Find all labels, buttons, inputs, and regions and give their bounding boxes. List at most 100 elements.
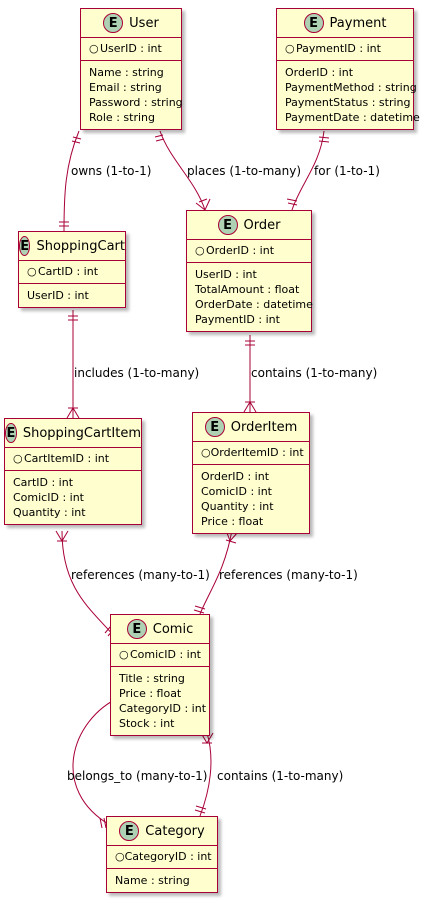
entity-orderitem[interactable]: E OrderItem ○ OrderItemID : int OrderID … xyxy=(192,412,310,534)
entity-order[interactable]: E Order ○ OrderID : int UserID : int Tot… xyxy=(186,210,313,332)
attribute: PaymentMethod : string xyxy=(285,81,417,94)
marker-one-comic-ref-right xyxy=(193,605,206,614)
attribute: Name : string xyxy=(89,66,164,79)
primary-key: CategoryID : int xyxy=(124,850,212,863)
marker-one-category-belongs xyxy=(99,817,107,829)
key-circle-icon: ○ xyxy=(115,850,125,863)
key-circle-icon: ○ xyxy=(13,452,23,465)
entity-badge-icon: E xyxy=(103,13,124,33)
attribute-list: Name : string xyxy=(107,869,217,892)
marker-one-user-places xyxy=(154,134,165,142)
key-circle-icon: ○ xyxy=(119,648,129,661)
relation-label-includes: includes (1-to-many) xyxy=(74,366,200,380)
entity-category[interactable]: E Category ○ CategoryID : int Name : str… xyxy=(106,816,218,893)
entity-header: E User xyxy=(81,9,181,38)
primary-key-row: ○ CartID : int xyxy=(19,261,125,284)
entity-comic[interactable]: E Comic ○ ComicID : int Title : string P… xyxy=(110,614,210,736)
attribute: Quantity : int xyxy=(13,506,86,519)
relation-label-references-cartitem: references (many-to-1) xyxy=(71,568,210,582)
attribute: PaymentDate : datetime xyxy=(285,111,420,124)
marker-many-comic-contains xyxy=(200,732,214,744)
key-circle-icon: ○ xyxy=(89,42,99,55)
primary-key-row: ○ OrderID : int xyxy=(187,240,311,263)
attribute: Email : string xyxy=(89,81,162,94)
primary-key-row: ○ ComicID : int xyxy=(111,644,209,667)
marker-one-order-for xyxy=(286,198,298,206)
entity-name: Category xyxy=(145,823,205,839)
attribute: Price : float xyxy=(119,687,182,700)
primary-key: ComicID : int xyxy=(130,648,201,661)
entity-name: Comic xyxy=(152,621,194,637)
attribute: ComicID : int xyxy=(13,491,84,504)
attribute: CartID : int xyxy=(13,476,74,489)
marker-one-payment-for xyxy=(318,136,330,143)
attribute: Password : string xyxy=(89,96,183,109)
entity-header: E Order xyxy=(187,211,311,240)
entity-badge-icon: E xyxy=(126,619,147,639)
attribute-list: OrderID : int ComicID : int Quantity : i… xyxy=(193,465,309,533)
attribute: TotalAmount : float xyxy=(195,283,300,296)
marker-many-cartitem-ref xyxy=(55,530,69,542)
relation-label-owns: owns (1-to-1) xyxy=(71,164,152,178)
entity-user[interactable]: E User ○ UserID : int Name : string Emai… xyxy=(80,8,183,130)
entity-badge-icon: E xyxy=(217,215,238,235)
marker-one-order-contains xyxy=(245,340,255,346)
key-circle-icon: ○ xyxy=(201,446,211,459)
marker-one-user-owns xyxy=(71,136,82,144)
entity-header: E ShoppingCart xyxy=(19,232,125,261)
attribute: UserID : int xyxy=(195,268,257,281)
entity-shoppingcart[interactable]: E ShoppingCart ○ CartID : int UserID : i… xyxy=(18,231,126,308)
edge-payment-order xyxy=(291,130,325,211)
attribute: PaymentStatus : string xyxy=(285,96,411,109)
entity-header: E Payment xyxy=(277,9,413,38)
entity-name: Payment xyxy=(329,15,387,31)
entity-header: E OrderItem xyxy=(193,413,309,442)
entity-header: E ShoppingCartItem xyxy=(5,419,141,448)
entity-badge-icon: E xyxy=(5,423,17,443)
marker-many-cartitem-includes xyxy=(66,407,80,419)
primary-key: CartID : int xyxy=(38,265,99,278)
marker-many-orderitem-contains xyxy=(243,401,257,413)
key-circle-icon: ○ xyxy=(195,244,205,257)
attribute-list: CartID : int ComicID : int Quantity : in… xyxy=(5,471,141,524)
entity-badge-icon: E xyxy=(119,821,140,841)
key-circle-icon: ○ xyxy=(285,42,295,55)
relation-label-for: for (1-to-1) xyxy=(314,164,380,178)
key-circle-icon: ○ xyxy=(27,265,37,278)
entity-badge-icon: E xyxy=(204,417,225,437)
attribute: PaymentID : int xyxy=(195,313,280,326)
edge-cartitem-comic xyxy=(61,530,115,637)
relation-label-contains-category: contains (1-to-many) xyxy=(217,769,344,783)
attribute: Role : string xyxy=(89,111,155,124)
primary-key-row: ○ CategoryID : int xyxy=(107,846,217,869)
attribute-list: Name : string Email : string Password : … xyxy=(81,61,183,129)
primary-key-row: ○ CartItemID : int xyxy=(5,448,141,471)
attribute-list: UserID : int xyxy=(19,284,125,307)
entity-header: E Comic xyxy=(111,615,209,644)
attribute: OrderDate : datetime xyxy=(195,298,313,311)
primary-key: CartItemID : int xyxy=(24,452,110,465)
attribute: Stock : int xyxy=(119,717,175,730)
attribute-list: OrderID : int PaymentMethod : string Pay… xyxy=(277,61,420,129)
entity-header: E Category xyxy=(107,817,217,846)
primary-key-row: ○ UserID : int xyxy=(81,38,181,61)
primary-key: OrderID : int xyxy=(206,244,275,257)
primary-key: PaymentID : int xyxy=(296,42,381,55)
entity-name: OrderItem xyxy=(230,419,298,435)
primary-key: OrderItemID : int xyxy=(210,446,304,459)
entity-payment[interactable]: E Payment ○ PaymentID : int OrderID : in… xyxy=(276,8,420,130)
attribute-list: Title : string Price : float CategoryID … xyxy=(111,667,209,735)
attribute: OrderID : int xyxy=(201,470,270,483)
marker-one-cart-owns xyxy=(59,221,69,227)
primary-key: UserID : int xyxy=(100,42,162,55)
attribute: Price : float xyxy=(201,515,264,528)
primary-key-row: ○ PaymentID : int xyxy=(277,38,413,61)
attribute: CategoryID : int xyxy=(119,702,207,715)
entity-name: Order xyxy=(243,217,281,233)
entity-name: ShoppingCartItem xyxy=(22,425,141,441)
edge-comic-category-belongs xyxy=(72,696,121,826)
entity-name: User xyxy=(129,15,159,31)
primary-key-row: ○ OrderItemID : int xyxy=(193,442,309,465)
relation-label-belongs-to: belongs_to (many-to-1) xyxy=(67,769,208,783)
entity-shoppingcartitem[interactable]: E ShoppingCartItem ○ CartItemID : int Ca… xyxy=(4,418,142,525)
